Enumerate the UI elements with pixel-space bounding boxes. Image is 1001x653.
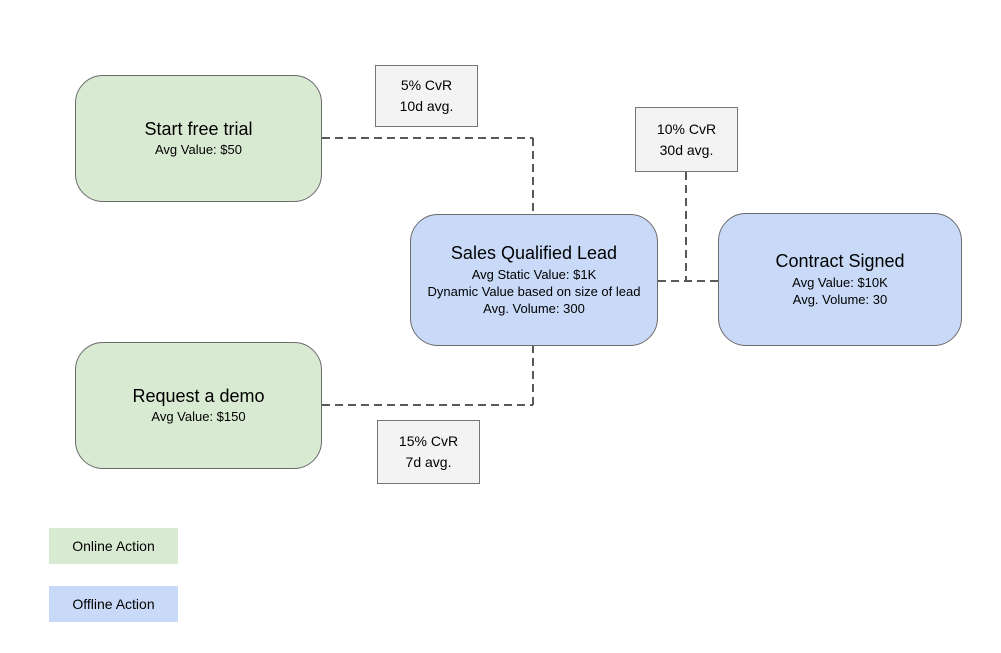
legend-label: Offline Action bbox=[72, 596, 155, 612]
edge-label-line: 15% CvR bbox=[398, 433, 459, 449]
node-text: Request a demo Avg Value: $150 bbox=[132, 385, 264, 426]
node-contract-signed[interactable]: Contract Signed Avg Value: $10K Avg. Vol… bbox=[718, 213, 962, 346]
edge-label-line: 30d avg. bbox=[659, 141, 714, 158]
node-line: Dynamic Value based on size of lead bbox=[427, 283, 641, 299]
edge-label-demo-to-sql[interactable]: 15% CvR 7d avg. bbox=[377, 420, 480, 484]
node-subtitle: Avg Value: $150 bbox=[151, 409, 246, 425]
legend-online-action[interactable]: Online Action bbox=[49, 528, 178, 564]
edge-label-sql-to-contract[interactable]: 10% CvR 30d avg. bbox=[635, 107, 738, 172]
node-title: Request a demo bbox=[132, 385, 265, 406]
node-subtitle: Avg Value: $50 bbox=[155, 142, 242, 158]
legend-offline-action[interactable]: Offline Action bbox=[49, 586, 178, 622]
node-line: Avg. Volume: 30 bbox=[792, 291, 888, 307]
node-line: Avg Value: $10K bbox=[792, 274, 888, 290]
edge-label-trial-to-sql[interactable]: 5% CvR 10d avg. bbox=[375, 65, 478, 127]
legend-label: Online Action bbox=[72, 538, 155, 554]
edge-label-line: 10% CvR bbox=[656, 120, 717, 137]
node-text: Sales Qualified Lead Avg Static Value: $… bbox=[428, 242, 641, 317]
node-title: Start free trial bbox=[144, 118, 253, 139]
node-line: Avg. Volume: 300 bbox=[483, 300, 585, 316]
edge-label-line: 5% CvR bbox=[400, 77, 453, 93]
node-title: Contract Signed bbox=[775, 251, 905, 272]
node-text: Contract Signed Avg Value: $10K Avg. Vol… bbox=[775, 250, 904, 308]
node-start-free-trial[interactable]: Start free trial Avg Value: $50 bbox=[75, 75, 322, 202]
edge-label-line: 10d avg. bbox=[399, 98, 454, 114]
node-line: Avg Static Value: $1K bbox=[471, 266, 597, 282]
edge-label-line: 7d avg. bbox=[405, 454, 452, 470]
node-request-a-demo[interactable]: Request a demo Avg Value: $150 bbox=[75, 342, 322, 469]
node-text: Start free trial Avg Value: $50 bbox=[144, 118, 252, 159]
node-title: Sales Qualified Lead bbox=[450, 243, 618, 264]
node-sales-qualified-lead[interactable]: Sales Qualified Lead Avg Static Value: $… bbox=[410, 214, 658, 346]
